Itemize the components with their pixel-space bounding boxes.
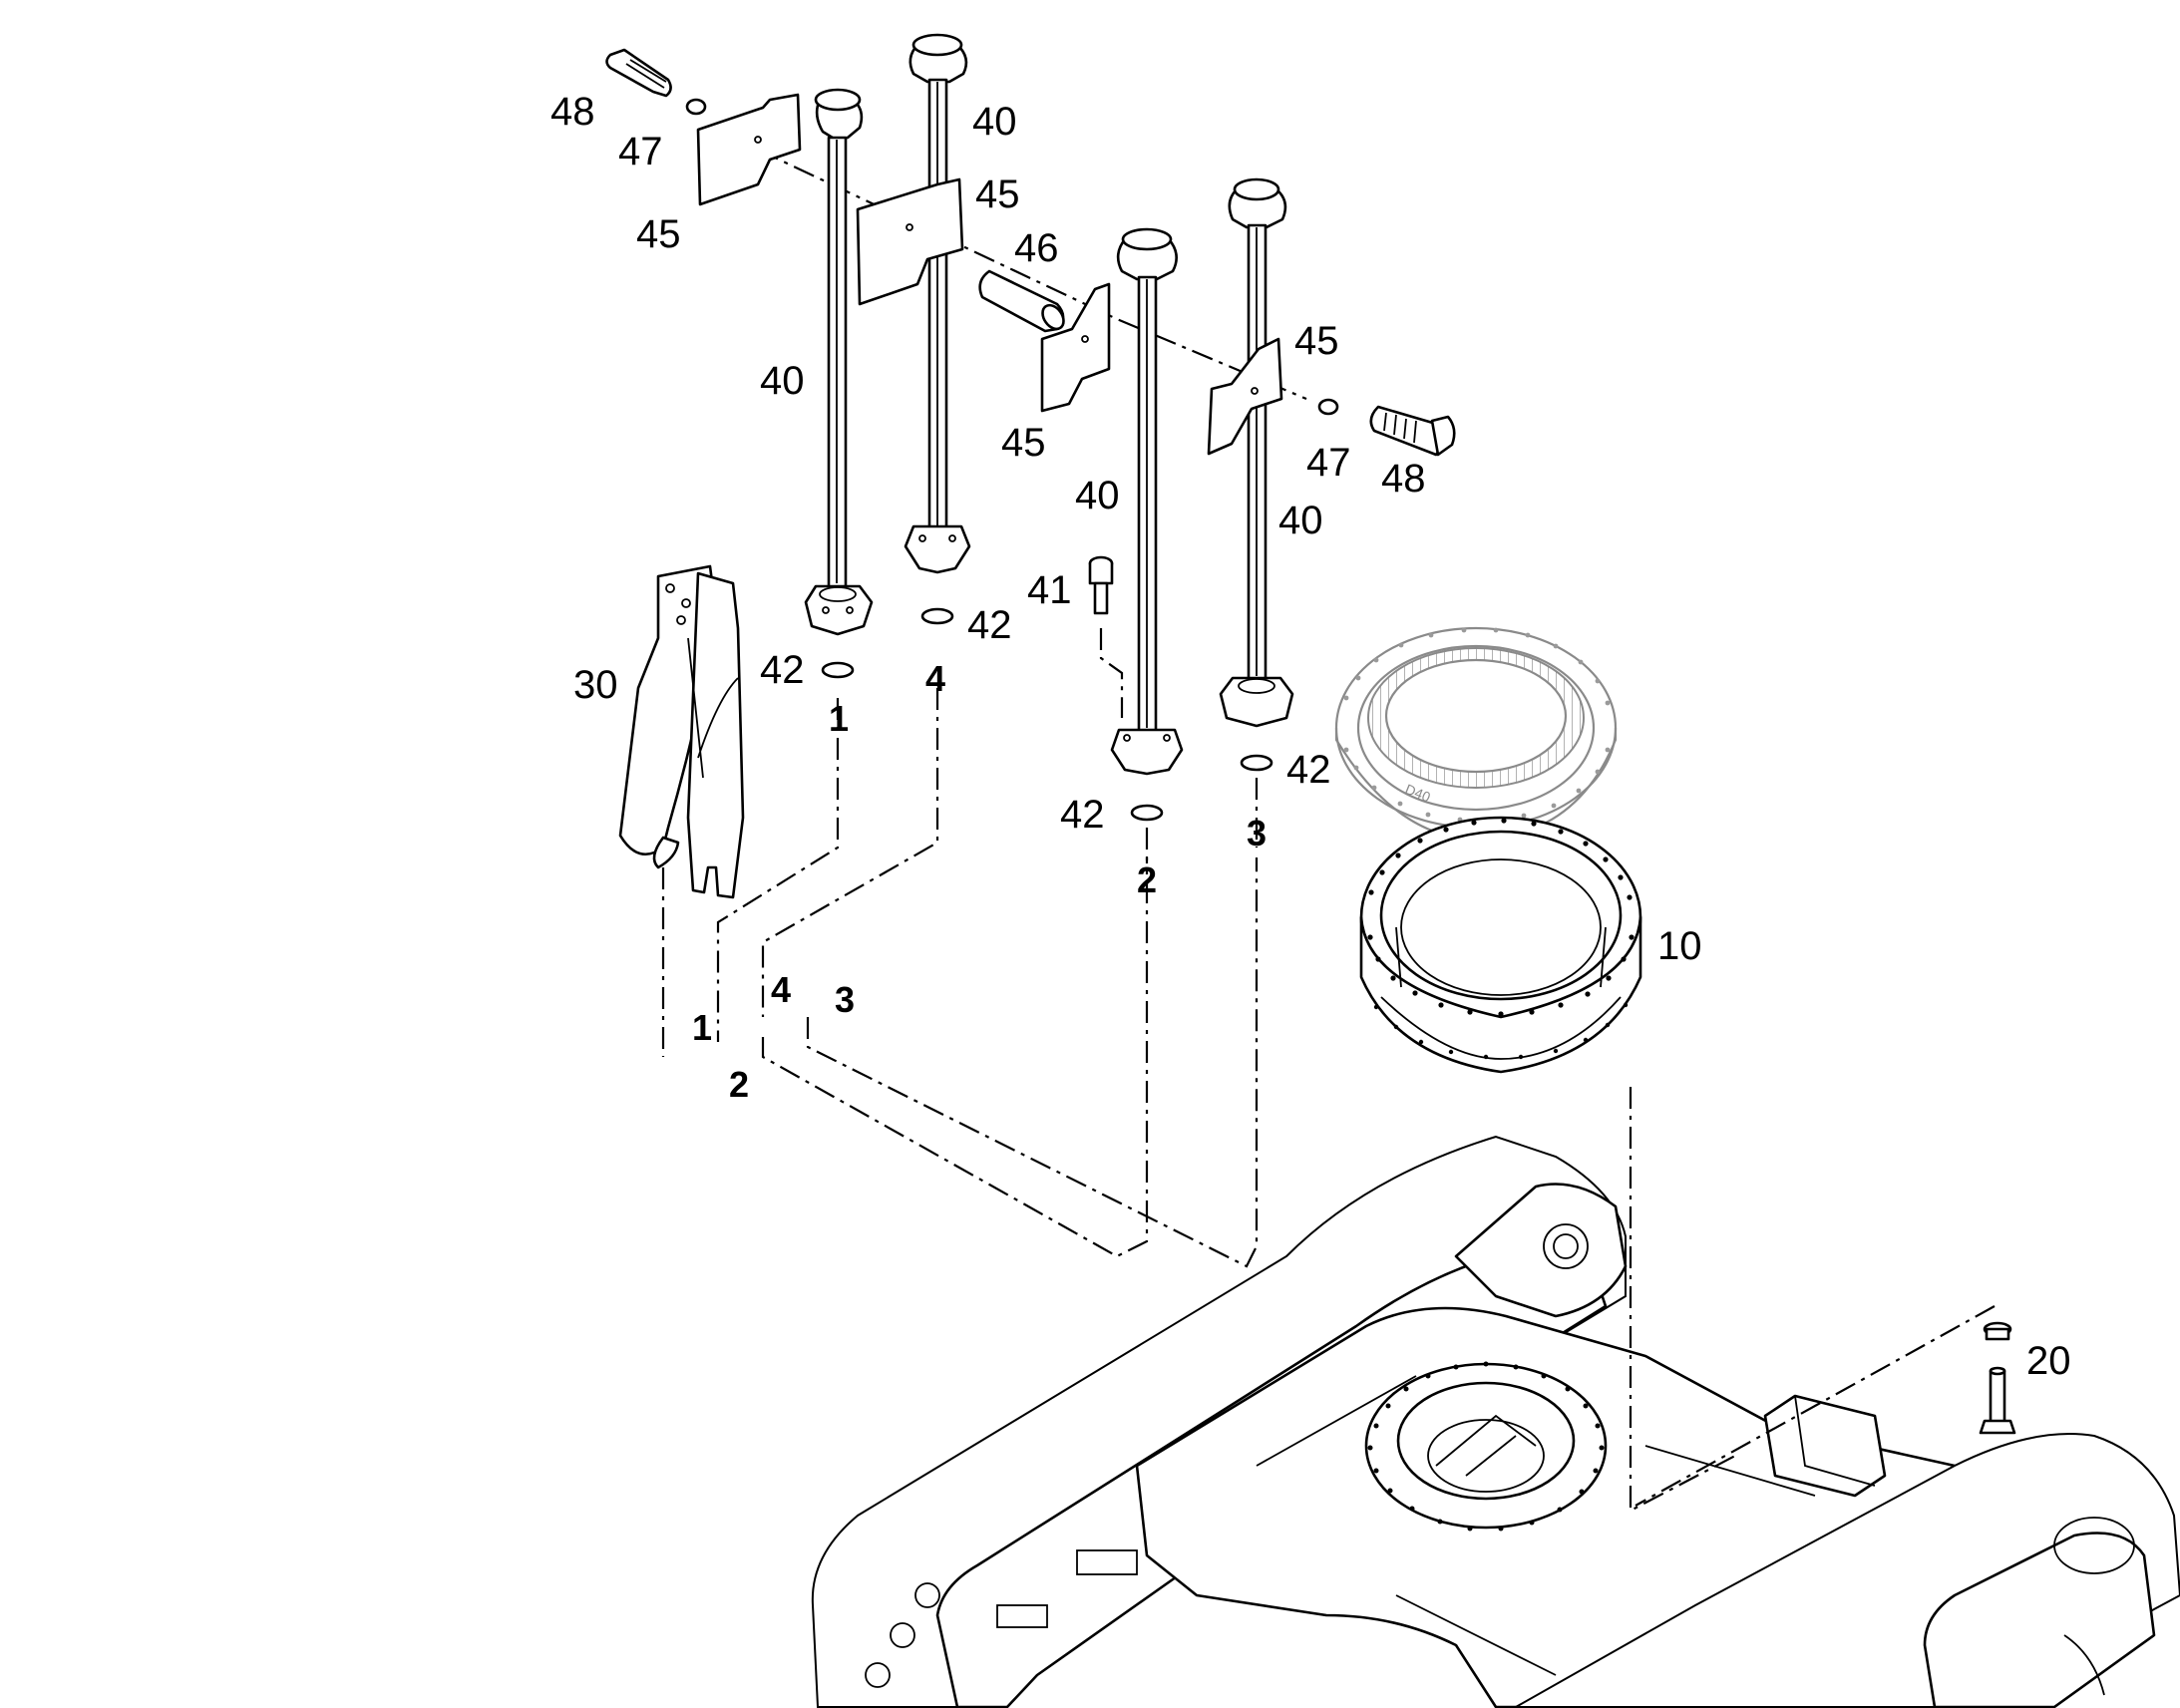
marker-2-rod: 2 bbox=[1137, 859, 1157, 900]
callout-45-top-left: 45 bbox=[636, 212, 681, 256]
callout-40-rod-2: 40 bbox=[1075, 474, 1120, 517]
marker-3-base: 3 bbox=[835, 979, 855, 1020]
bolt-41 bbox=[1088, 555, 1114, 615]
support-rod-1 bbox=[804, 88, 874, 636]
spacer-46 bbox=[978, 269, 1065, 333]
position-markers: 1 4 2 3 1 4 3 2 bbox=[692, 658, 1267, 1105]
callout-45-mid: 45 bbox=[975, 172, 1020, 216]
bolt-20 bbox=[1979, 1321, 2016, 1435]
bolt-48-right bbox=[1369, 405, 1456, 457]
slewing-ring-upper: D40 bbox=[1334, 626, 1618, 842]
center-frame-crossbeam bbox=[1256, 1375, 1816, 1676]
callout-47-left: 47 bbox=[618, 130, 663, 173]
marker-3-rod: 3 bbox=[1247, 813, 1267, 854]
callout-46: 46 bbox=[1014, 226, 1059, 270]
marker-1-base: 1 bbox=[692, 1007, 712, 1048]
o-rings-42 bbox=[821, 607, 1273, 822]
callout-40-rod-3: 40 bbox=[1278, 499, 1323, 542]
support-rod-3 bbox=[1219, 177, 1294, 728]
callout-40-rod-4: 40 bbox=[972, 100, 1017, 144]
callout-48-left: 48 bbox=[550, 90, 595, 134]
marker-1-rod: 1 bbox=[829, 698, 849, 739]
callout-48-right: 48 bbox=[1381, 457, 1426, 501]
support-tool-30 bbox=[618, 564, 745, 899]
frame-slew-bolt-holes bbox=[1367, 1361, 1605, 1532]
callout-20: 20 bbox=[2026, 1339, 2071, 1383]
callout-47-right: 47 bbox=[1306, 441, 1351, 485]
support-rod-4 bbox=[904, 33, 971, 574]
callout-40-rod-1: 40 bbox=[760, 359, 805, 403]
callout-42-rod-1: 42 bbox=[760, 648, 805, 692]
callout-45-mid-low: 45 bbox=[1001, 421, 1046, 465]
callout-42-rod-2: 42 bbox=[1060, 793, 1105, 837]
washer-47-right bbox=[1317, 398, 1339, 416]
marker-4-base: 4 bbox=[771, 969, 791, 1010]
marker-4-rod: 4 bbox=[925, 658, 945, 699]
callout-45-right: 45 bbox=[1294, 319, 1339, 363]
frame-bracket bbox=[1454, 1183, 1628, 1318]
track-rollers-left bbox=[865, 1549, 1138, 1688]
frame-slew-mount-inner bbox=[1396, 1381, 1576, 1501]
marker-2-base: 2 bbox=[729, 1064, 749, 1105]
callout-42-rod-3: 42 bbox=[1286, 748, 1331, 792]
support-rod-2 bbox=[1110, 227, 1184, 776]
callout-41: 41 bbox=[1027, 568, 1072, 612]
slewing-ring-lower bbox=[1359, 816, 1642, 1074]
washer-47-left bbox=[685, 98, 707, 116]
brackets-45 bbox=[696, 93, 1283, 456]
callout-labels: 48 47 45 40 40 45 46 45 45 47 48 40 40 4… bbox=[550, 90, 2071, 1383]
bolt-48-left bbox=[605, 48, 672, 98]
callout-42-rod-4: 42 bbox=[967, 603, 1012, 647]
undercarriage bbox=[811, 1135, 2180, 1708]
right-track-inner bbox=[1923, 1532, 2156, 1708]
callout-10: 10 bbox=[1657, 924, 1702, 968]
callout-30: 30 bbox=[573, 663, 618, 707]
